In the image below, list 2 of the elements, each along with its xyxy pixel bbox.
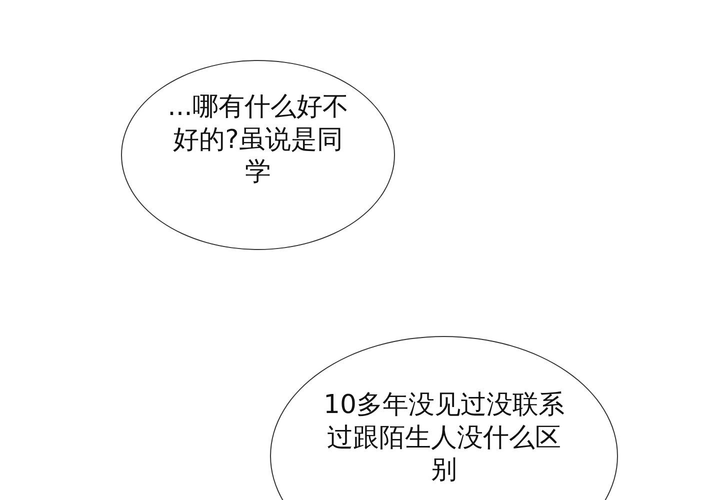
speech-text: ...哪有什么好不好的?虽说是同学 [166,91,350,188]
speech-text: 10多年没见过没联系过跟陌生人没什么区别 [322,389,566,486]
